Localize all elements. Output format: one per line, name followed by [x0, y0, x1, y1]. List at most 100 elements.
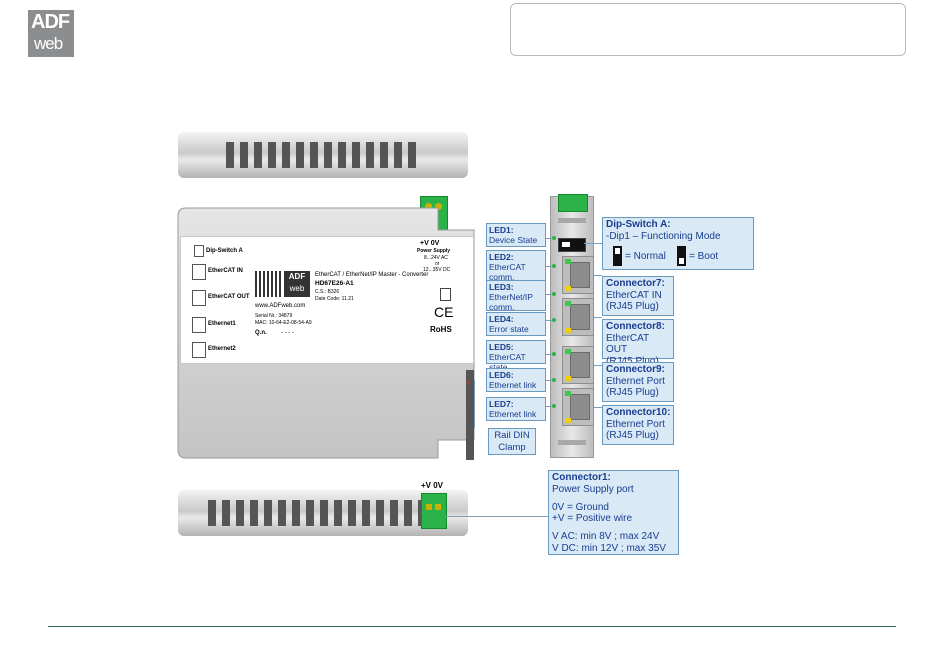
header-box: [510, 3, 906, 56]
rj45-connector-8: [562, 298, 594, 336]
led-2: [552, 264, 556, 268]
label-logo-text-web: web: [289, 284, 305, 293]
leader-led1: [546, 238, 552, 239]
vent-slots-top: [226, 142, 416, 168]
callout-led3-title: LED3:: [489, 282, 514, 292]
power-spec-ac: 8...24V AC: [424, 255, 448, 261]
device-description: EtherCAT / EtherNet/IP Master - Converte…: [315, 272, 429, 278]
callout-dip-title: Dip-Switch A:: [606, 219, 671, 230]
device-model: HD67E26-A1: [315, 280, 354, 287]
device-serial: Serial Nr.: 34879: [255, 313, 293, 319]
callout-c1-title: Connector1:: [552, 472, 611, 483]
callout-led6-title: LED6:: [489, 370, 514, 380]
side-slot-bottom: [558, 440, 586, 445]
callout-led1-text: Device State: [489, 235, 538, 245]
callout-led4-text: Error state: [489, 324, 529, 334]
callout-connector10: Connector10: Ethernet Port (RJ45 Plug): [602, 405, 674, 445]
callout-led3-line2: comm.: [489, 302, 515, 312]
callout-c7-title: Connector7:: [606, 278, 665, 289]
dip-normal-label: = Normal: [625, 251, 666, 262]
device-cs: C.S.: B326: [315, 289, 340, 295]
callout-rail-line2: Clamp: [498, 442, 526, 453]
callout-connector1: Connector1: Power Supply port 0V = Groun…: [548, 470, 679, 555]
rj45-icon-ethercat-in: [192, 264, 206, 280]
callout-c1-line5: V DC: min 12V ; max 35V: [552, 542, 666, 554]
callout-c9-line2: (RJ45 Plug): [606, 387, 659, 398]
callout-c7-line1: EtherCAT IN: [606, 289, 662, 301]
power-label: +V 0V: [420, 240, 440, 247]
callout-c10-line1: Ethernet Port: [606, 418, 665, 430]
leader-led7: [546, 406, 552, 407]
callout-led7-text: Ethernet link: [489, 409, 537, 419]
device-qn-label: Q.n.: [255, 330, 267, 336]
port-label-ethernet1: Ethernet1: [208, 321, 236, 327]
leader-c8: [594, 317, 602, 318]
callout-rail-din: Rail DIN Clamp: [488, 428, 536, 455]
led-1: [552, 236, 556, 240]
rj45-connector-9: [562, 346, 594, 384]
callout-led2-title: LED2:: [489, 252, 514, 262]
footer-divider: [48, 626, 896, 627]
leader-c1: [445, 516, 549, 517]
led-6: [552, 378, 556, 382]
port-label-ethercat-in: EtherCAT IN: [208, 268, 243, 274]
rohs-mark: RoHS: [430, 325, 452, 334]
leader-led3: [546, 294, 552, 295]
callout-rail-line1: Rail DIN: [494, 430, 530, 441]
adfweb-logo: ADF web: [28, 10, 74, 57]
power-terminal-bottom: [421, 493, 447, 529]
rj45-icon-ethernet2: [192, 342, 206, 358]
logo-text-web: web: [34, 34, 63, 53]
rj45-connector-7: [562, 256, 594, 294]
rj45-icon-ethernet1: [192, 317, 206, 333]
callout-led4: LED4: Error state: [486, 312, 546, 336]
callout-led1: LED1: Device State: [486, 223, 546, 247]
label-logo: ADF web: [284, 271, 310, 297]
leader-led6: [546, 380, 552, 381]
leader-led5: [546, 354, 552, 355]
leader-led4: [546, 320, 552, 321]
device-top-view: [178, 132, 468, 178]
device-website: www.ADFweb.com: [255, 303, 306, 309]
device-label: [180, 236, 474, 364]
callout-led6-text: Ethernet link: [489, 380, 537, 390]
port-label-ethernet2: Ethernet2: [208, 346, 236, 352]
callout-c9-title: Connector9:: [606, 364, 665, 375]
device-date-code: Date Code: 11.21: [315, 296, 354, 302]
device-qn-value: - - - -: [281, 330, 294, 336]
callout-led4-title: LED4:: [489, 314, 514, 324]
dip-switch-icon: [194, 245, 204, 257]
leader-c9: [594, 365, 602, 366]
leader-rail: [474, 380, 475, 428]
ce-mark: CE: [434, 304, 454, 320]
power-supply-title: Power Supply: [417, 248, 451, 254]
callout-connector8: Connector8: EtherCAT OUT (RJ45 Plug): [602, 319, 674, 367]
power-spec-dc: 12...35V DC: [423, 267, 451, 273]
dip-switch-a: [558, 238, 586, 252]
led-7: [552, 404, 556, 408]
callout-led3: LED3: EtherNet/IP comm.: [486, 280, 546, 312]
callout-c8-line1: EtherCAT OUT: [606, 332, 649, 356]
side-slot-top: [558, 218, 586, 223]
callout-c9-line1: Ethernet Port: [606, 375, 665, 387]
callout-c10-line2: (RJ45 Plug): [606, 430, 659, 441]
leader-c7: [594, 275, 602, 276]
device-bottom-view: [178, 490, 468, 536]
callout-connector9: Connector9: Ethernet Port (RJ45 Plug): [602, 362, 674, 402]
callout-c1-line2: 0V = Ground: [552, 501, 609, 513]
leader-c10: [594, 407, 602, 408]
rj45-connector-10: [562, 388, 594, 426]
callout-led5: LED5: EtherCAT state: [486, 340, 546, 372]
vent-slots-bottom: [208, 500, 426, 526]
rj45-icon-ethercat-out: [192, 290, 206, 306]
callout-dip-line1: -Dip1 – Functioning Mode: [606, 230, 721, 242]
led-5: [552, 352, 556, 356]
callout-led5-text: EtherCAT state: [489, 352, 526, 372]
callout-led5-title: LED5:: [489, 342, 514, 352]
port-label-ethercat-out: EtherCAT OUT: [208, 294, 250, 300]
qr-code: [255, 271, 281, 297]
port-label-dip-switch: Dip-Switch A: [206, 248, 243, 254]
callout-led3-line1: EtherNet/IP: [489, 292, 533, 302]
dip-normal-icon: [613, 246, 622, 266]
callout-led1-title: LED1:: [489, 225, 514, 235]
